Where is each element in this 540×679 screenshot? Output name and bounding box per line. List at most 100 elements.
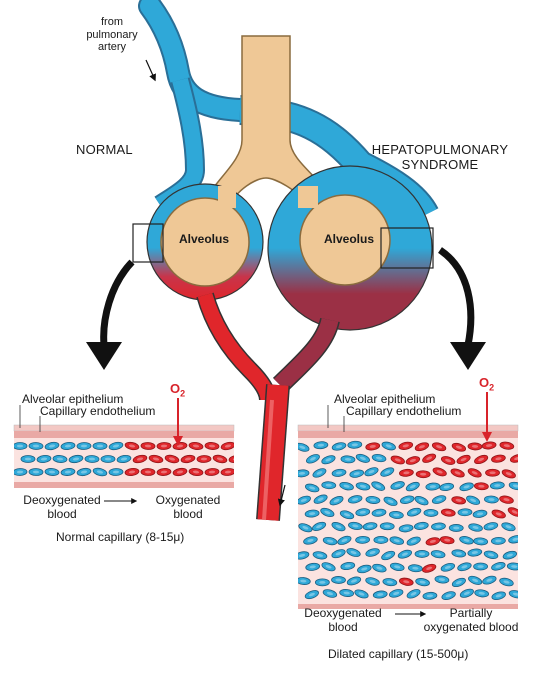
oxygenated-red-cell [196,455,212,463]
deoxygenated-red-cell [354,589,369,599]
deoxygenated-red-cell [448,524,464,532]
cell-highlight [410,591,417,596]
oxygenated-red-cell [140,442,156,450]
cell-highlight [144,444,152,448]
deoxygenated-red-cell [372,563,387,573]
cell-highlight [319,580,326,584]
normal-capillary-caption: Normal capillary (8-15μ) [56,530,185,544]
cell-highlight [411,510,418,514]
cell-highlight [503,444,510,448]
deoxygenated-red-cell [413,521,429,530]
deoxygenated-red-cell [321,562,336,572]
cell-highlight [394,483,401,488]
deoxygenated-red-cell [306,454,320,464]
cell-highlight [495,539,502,543]
oxygenated-red-cell [188,441,204,451]
oxygenated-red-cell [156,468,172,476]
deoxygenated-red-cell [398,524,414,533]
cell-highlight [369,498,377,502]
cell-highlight [80,470,88,474]
oxygenated-red-cell [124,441,140,451]
deoxygenated-red-cell [76,442,92,450]
deoxygenated-red-cell [340,455,356,464]
deoxygenated-red-cell [459,536,474,545]
cell-highlight [494,484,501,487]
cell-highlight [309,486,316,490]
deoxygenated-red-cell [381,441,396,451]
oxygenated-red-cell [180,454,196,464]
cell-highlight [375,484,382,488]
deoxygenated-red-cell [314,578,330,587]
deoxygenated-red-cell [390,481,405,490]
cell-highlight [478,484,485,488]
oxygenated-red-cell [440,508,456,517]
cell-highlight [359,538,366,542]
deoxygenated-red-cell [468,575,483,585]
deoxygenated-red-cell [501,522,516,532]
deoxygenated-red-cell [14,468,28,476]
cell-highlight [344,457,352,461]
deoxygenated-red-cell [337,535,352,545]
cell-highlight [463,538,470,542]
cell-highlight [471,471,478,475]
deoxygenated-red-cell [321,481,337,490]
deoxygenated-red-cell [28,468,44,476]
cell-highlight [160,444,168,448]
deoxygenated-red-cell [346,576,362,586]
deoxygenated-red-cell [389,536,405,545]
cell-highlight [485,444,493,447]
deoxygenated-red-cell [339,589,355,597]
deoxygenated-red-cell [14,442,28,450]
left-deoxygenated-label: Deoxygenated blood [23,493,101,521]
cell-highlight [495,457,502,461]
cell-highlight [369,579,376,584]
deoxygenated-red-cell [459,588,474,598]
cell-highlight [136,457,144,461]
deoxygenated-red-cell [406,536,421,546]
cell-highlight [351,443,358,447]
cell-highlight [144,470,152,474]
deoxygenated-red-cell [373,536,389,544]
deoxygenated-red-cell [440,562,456,572]
cell-highlight [384,470,391,474]
oxygenated-red-cell [456,454,471,465]
cell-highlight [353,472,360,476]
deoxygenated-red-cell [60,468,76,476]
cell-highlight [460,457,467,462]
deoxygenated-red-cell [508,590,518,599]
deoxygenated-red-cell [52,455,68,463]
cell-highlight [325,458,332,462]
deoxygenated-red-cell [425,482,441,491]
deoxygenated-red-cell [482,575,497,585]
deoxygenated-red-cell [406,507,422,517]
deoxygenated-red-cell [68,454,84,464]
deoxygenated-red-cell [355,535,370,544]
cell-highlight [410,539,417,543]
deoxygenated-red-cell [92,467,108,477]
cell-highlight [404,498,411,502]
cell-highlight [478,457,485,462]
cell-highlight [152,457,160,461]
deoxygenated-red-cell [380,467,395,477]
cell-highlight [472,525,479,530]
cell-highlight [511,510,518,514]
oxygenated-red-cell [507,507,518,517]
deoxygenated-red-cell [298,442,310,452]
deoxygenated-red-cell [331,468,347,477]
oxygenated-red-cell [425,537,441,546]
cell-highlight [343,484,350,488]
oxygenated-red-cell [390,455,405,465]
deoxygenated-red-cell [321,455,336,465]
oxygenated-red-cell [365,442,381,451]
deoxygenated-red-cell [355,453,370,463]
deoxygenated-red-cell [339,510,355,520]
cell-highlight [369,550,376,555]
cell-highlight [72,457,80,461]
deoxygenated-red-cell [508,481,518,491]
cell-highlight [409,484,416,489]
cell-highlight [369,444,376,448]
oxygenated-red-cell [451,442,467,452]
cell-highlight [418,524,425,528]
cell-highlight [300,498,307,502]
cell-highlight [112,470,120,474]
